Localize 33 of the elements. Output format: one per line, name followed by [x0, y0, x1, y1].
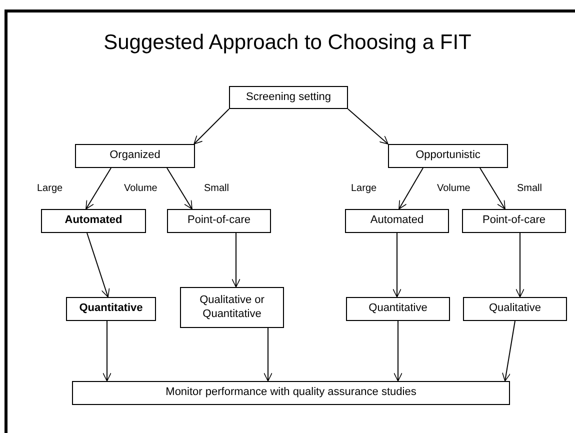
- arrow: [392, 232, 402, 298]
- branch-label: Large: [351, 183, 377, 194]
- arrow: [480, 168, 506, 210]
- arrow: [516, 232, 524, 298]
- arrow: [232, 232, 240, 288]
- process-box: Qualitative: [463, 297, 567, 321]
- arrow: [394, 320, 402, 382]
- process-box: Qualitative or Quantitative: [180, 287, 284, 328]
- branch-label: Volume: [124, 183, 158, 194]
- process-box: Quantitative: [66, 297, 156, 321]
- process-box: Point-of-care: [167, 209, 271, 233]
- arrow: [348, 108, 388, 144]
- process-box: Organized: [75, 144, 195, 168]
- arrow: [166, 168, 192, 210]
- arrow: [502, 320, 516, 382]
- branch-label: Volume: [437, 183, 470, 194]
- process-box: Monitor performance with quality assurance studies: [72, 381, 510, 405]
- arrow: [194, 108, 230, 144]
- process-box: Automated: [41, 209, 146, 233]
- branch-label: Small: [517, 183, 542, 194]
- branch-label: Large: [37, 183, 63, 194]
- process-box: Opportunistic: [388, 144, 508, 168]
- arrow: [86, 232, 110, 298]
- process-box: Point-of-care: [462, 209, 566, 233]
- arrow: [398, 168, 424, 210]
- process-box: Quantitative: [346, 297, 450, 321]
- process-box: Screening setting: [229, 86, 348, 109]
- arrow: [264, 328, 272, 382]
- process-box: Automated: [345, 209, 449, 233]
- branch-label: Small: [204, 183, 230, 194]
- arrow: [102, 320, 112, 382]
- diagram-title: Suggested Approach to Choosing a FIT: [102, 31, 472, 55]
- arrow: [86, 168, 112, 210]
